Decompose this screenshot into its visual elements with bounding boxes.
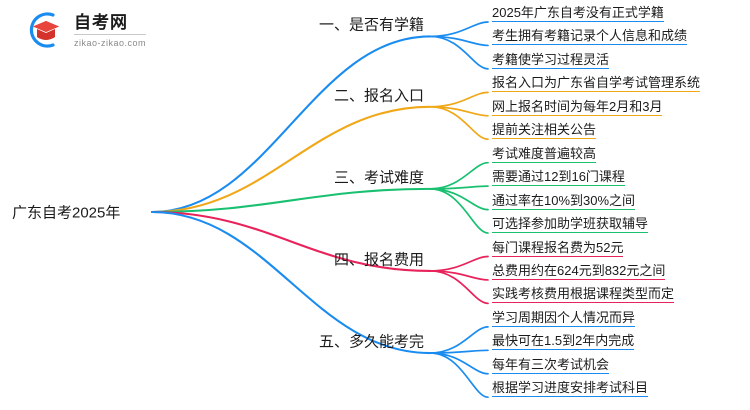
mindmap-leaf-node[interactable]: 考生拥有考籍记录个人信息和成绩 [492,25,688,47]
mindmap-leaf-node[interactable]: 可选择参加助学班获取辅导 [492,213,649,235]
mindmap-leaf-node[interactable]: 学习周期因个人情况而异 [492,307,636,329]
mindmap-leaf-node[interactable]: 2025年广东自考没有正式学籍 [492,2,664,24]
mindmap-leaf-label: 根据学习进度安排考试科目 [492,377,649,398]
mindmap-branch-node-5[interactable]: 五、多久能考完 [318,333,424,351]
mindmap-leaf-node[interactable]: 每门课程报名费为52元 [492,237,624,259]
mindmap-leaf-label: 报名入口为广东省自学考试管理系统 [492,72,701,93]
mindmap-leaf-node[interactable]: 考籍使学习过程灵活 [492,49,610,71]
logo-text-block: 自考网 zikao-zikao.com [74,11,147,49]
mindmap-leaf-label: 实践考核费用根据课程类型而定 [492,283,675,304]
mindmap-leaf-label: 通过率在10%到30%之间 [492,190,636,210]
mindmap-leaf-label: 总费用约在624元到832元之间 [492,260,666,280]
mindmap-leaf-label: 考试难度普遍较高 [492,143,597,163]
mindmap-leaf-label: 每年有三次考试机会 [492,354,610,374]
graduation-cap-logo-icon [26,10,66,50]
site-logo: 自考网 zikao-zikao.com [26,10,147,50]
mindmap-leaf-node[interactable]: 通过率在10%到30%之间 [492,190,636,212]
mindmap-branch-node-4[interactable]: 四、报名费用 [333,251,424,269]
mindmap-leaf-label: 需要通过12到16门课程 [492,166,625,187]
mindmap-leaf-label: 每门课程报名费为52元 [492,237,624,257]
mindmap-leaf-label: 网上报名时间为每年2月和3月 [492,96,663,116]
mindmap-leaf-node[interactable]: 总费用约在624元到832元之间 [492,260,666,282]
logo-title: 自考网 [74,13,147,35]
mindmap-leaf-node[interactable]: 最快可在1.5到2年内完成 [492,330,635,352]
mindmap-leaf-label: 2025年广东自考没有正式学籍 [492,2,664,22]
mindmap-branch-node-2[interactable]: 二、报名入口 [333,87,424,105]
mindmap-leaf-node[interactable]: 网上报名时间为每年2月和3月 [492,96,663,118]
mindmap-leaf-label: 最快可在1.5到2年内完成 [492,330,635,351]
mindmap-leaf-label: 考籍使学习过程灵活 [492,49,610,69]
mindmap-root-node[interactable]: 广东自考2025年 [12,204,121,222]
mindmap-leaf-label: 考生拥有考籍记录个人信息和成绩 [492,25,688,46]
mindmap-branch-node-3[interactable]: 三、考试难度 [333,169,424,187]
mindmap-leaf-label: 提前关注相关公告 [492,119,597,140]
mindmap-leaf-label: 学习周期因个人情况而异 [492,307,636,327]
mindmap-leaf-node[interactable]: 提前关注相关公告 [492,119,597,141]
mindmap-branch-node-1[interactable]: 一、是否有学籍 [318,16,424,34]
mindmap-leaf-node[interactable]: 根据学习进度安排考试科目 [492,377,649,399]
mindmap-leaf-node[interactable]: 报名入口为广东省自学考试管理系统 [492,72,701,94]
logo-subtitle: zikao-zikao.com [74,38,147,48]
mindmap-leaf-node[interactable]: 实践考核费用根据课程类型而定 [492,283,675,305]
mindmap-leaf-node[interactable]: 每年有三次考试机会 [492,354,610,376]
mindmap-leaf-label: 可选择参加助学班获取辅导 [492,213,649,234]
mindmap-leaf-node[interactable]: 需要通过12到16门课程 [492,166,625,188]
mindmap-leaf-node[interactable]: 考试难度普遍较高 [492,143,597,165]
